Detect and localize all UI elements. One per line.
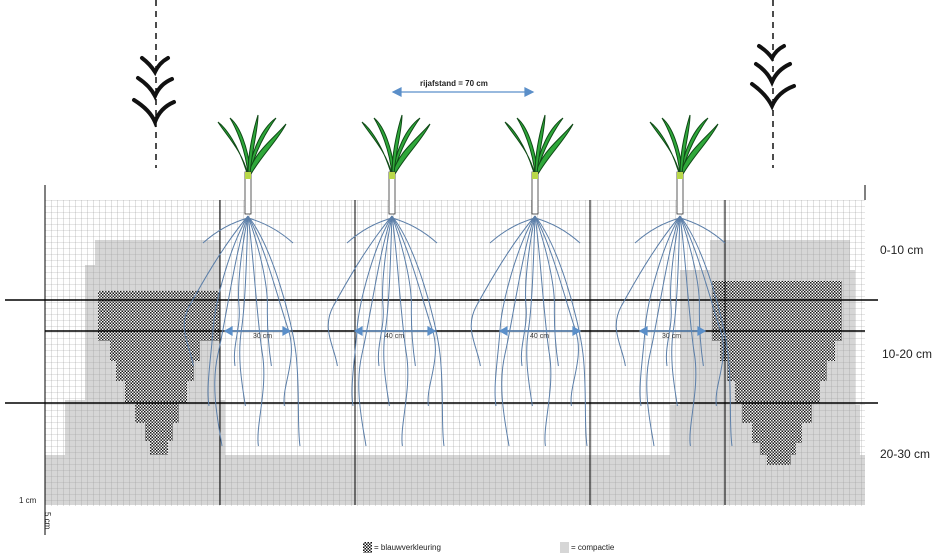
checker-swatch — [363, 542, 372, 553]
legend-discoloration: = blauwverkleuring — [363, 542, 441, 553]
row-spacing-arrow — [391, 87, 535, 97]
leek-plant-icon — [361, 114, 431, 215]
root-system — [327, 215, 445, 447]
root-spread-label: 40 cm — [385, 333, 405, 340]
scale-v-label: 5 cm — [43, 512, 52, 530]
leek-plant-icon — [649, 114, 719, 215]
leek-plant-icon — [504, 114, 574, 215]
soil-grid — [45, 200, 865, 506]
root-systems — [183, 215, 733, 447]
gray-swatch — [560, 542, 569, 553]
legend-compaction: = compactie — [560, 542, 614, 553]
legend-discoloration-label: = blauwverkleuring — [374, 543, 441, 552]
depth-label: 10-20 cm — [882, 347, 933, 361]
row-spacing-label: rijafstand = 70 cm — [420, 79, 488, 88]
scale-h-label: 1 cm — [19, 496, 37, 505]
root-spread-label: 40 cm — [530, 333, 550, 340]
wheel-track-icon — [132, 56, 176, 128]
root-spread-label: 30 cm — [253, 333, 273, 340]
wheel-track-lines — [155, 0, 774, 168]
wheel-track-icon — [750, 44, 796, 111]
depth-label: 0-10 cm — [880, 243, 924, 257]
depth-lines — [5, 299, 878, 404]
leek-plant-icon — [217, 114, 287, 215]
root-spread-arrows — [223, 325, 707, 337]
root-system — [615, 215, 733, 447]
legend-compaction-label: = compactie — [571, 543, 615, 552]
root-spread-label: 30 cm — [662, 333, 682, 340]
depth-label: 20-30 cm — [880, 447, 931, 461]
